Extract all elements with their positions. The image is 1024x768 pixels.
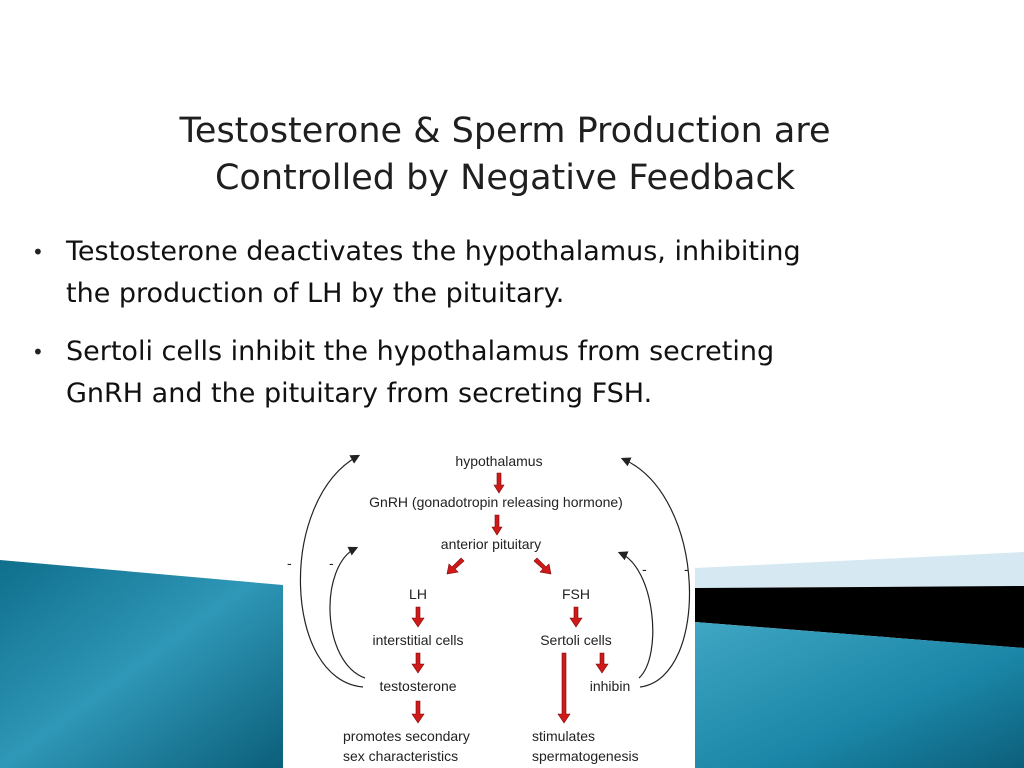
node-stimulates-line-1: stimulates	[532, 728, 595, 744]
red-arrow-interstitial-to-testosterone	[411, 652, 425, 674]
node-inhibin: inhibin	[590, 678, 630, 694]
node-anterior-pituitary: anterior pituitary	[441, 536, 541, 552]
node-testosterone: testosterone	[379, 678, 456, 694]
bullet-dot-icon: •	[32, 340, 44, 364]
node-interstitial-cells: interstitial cells	[372, 632, 463, 648]
red-arrow-testosterone-to-promotes	[411, 700, 425, 724]
feedback-arrow-inhibin-to-hypothalamus	[620, 457, 691, 688]
right-teal-shape	[695, 622, 1024, 768]
minus-sign: -	[287, 555, 292, 571]
bullet-text-line: Testosterone deactivates the hypothalamu…	[66, 236, 801, 267]
bullet-item: • Sertoli cells inhibit the hypothalamus…	[32, 331, 992, 415]
red-arrow-lh-to-interstitial	[411, 606, 425, 628]
bullet-text-line: GnRH and the pituitary from secreting FS…	[66, 378, 653, 409]
red-arrow-gnrh-to-pituitary	[491, 514, 503, 536]
bullet-item: • Testosterone deactivates the hypothala…	[32, 231, 992, 315]
bullet-list: • Testosterone deactivates the hypothala…	[32, 231, 992, 431]
red-arrow-sertoli-to-inhibin	[595, 652, 609, 674]
minus-sign: -	[329, 555, 334, 571]
red-arrow-hypothalamus-to-gnrh	[493, 472, 505, 494]
bullet-text-line: Sertoli cells inhibit the hypothalamus f…	[66, 336, 775, 367]
node-fsh: FSH	[562, 586, 590, 602]
red-arrow-sertoli-to-spermatogenesis	[557, 652, 571, 724]
feedback-diagram: hypothalamus GnRH (gonadotropin releasin…	[283, 440, 695, 768]
node-stimulates-line-2: spermatogenesis	[532, 748, 639, 764]
slide-title: Testosterone & Sperm Production are Cont…	[0, 108, 1010, 202]
feedback-arrow-testosterone-to-hypothalamus	[299, 454, 364, 688]
node-gnrh: GnRH (gonadotropin releasing hormone)	[369, 494, 623, 510]
slide-title-line-2: Controlled by Negative Feedback	[214, 158, 796, 198]
feedback-arrow-inhibin-to-pituitary	[617, 551, 654, 679]
red-arrow-fsh-to-sertoli	[569, 606, 583, 628]
red-arrow-pituitary-to-fsh	[533, 557, 552, 575]
minus-sign: -	[642, 561, 647, 577]
node-sertoli-cells: Sertoli cells	[540, 632, 612, 648]
right-black-band	[695, 586, 1024, 648]
red-arrow-pituitary-to-lh	[446, 557, 465, 575]
bullet-dot-icon: •	[32, 240, 44, 264]
node-hypothalamus: hypothalamus	[455, 453, 542, 469]
node-promotes-line-1: promotes secondary	[343, 728, 470, 744]
node-promotes-line-2: sex characteristics	[343, 748, 458, 764]
right-pale-band	[695, 552, 1024, 590]
feedback-arrow-testosterone-to-pituitary	[329, 546, 366, 679]
node-lh: LH	[409, 586, 427, 602]
minus-sign: -	[684, 561, 689, 577]
bullet-text-line: the production of LH by the pituitary.	[66, 278, 565, 309]
left-teal-shape	[0, 560, 283, 768]
slide-title-line-1: Testosterone & Sperm Production are	[179, 111, 831, 151]
